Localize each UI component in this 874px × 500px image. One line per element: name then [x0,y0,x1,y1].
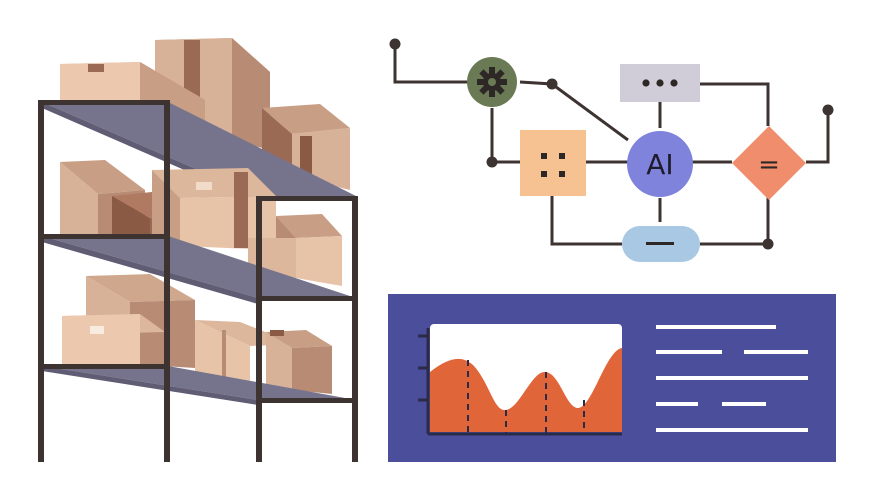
text-placeholder-lines [656,325,808,432]
boxes-bottom-shelf [62,274,332,394]
dash-icon [646,242,674,245]
ai-node: AI [627,131,693,197]
shelf-board-top [42,102,356,196]
pill-node: — [622,226,700,262]
gear-node [467,57,517,107]
chart-dashed-markers [467,360,585,434]
shelf-frame [38,100,358,462]
chart-axis [418,328,622,436]
menu-node: ••• [620,64,700,102]
dashboard-panel [388,294,836,462]
shelf-board-bottom [42,366,356,400]
grid-node [520,130,586,196]
chart-area-shape [430,348,622,432]
ai-node-label: AI [646,148,673,181]
shelf-board-middle [42,236,356,298]
boxes-top-shelf [60,38,350,190]
connector-dots [389,38,834,250]
ai-flow-diagram: ••• AI = — [389,38,834,262]
more-dots-icon [642,79,678,87]
decision-node-label: = [758,150,780,180]
four-dots-icon [541,153,565,177]
decision-node: = [732,126,806,200]
warehouse-shelving [38,38,358,462]
